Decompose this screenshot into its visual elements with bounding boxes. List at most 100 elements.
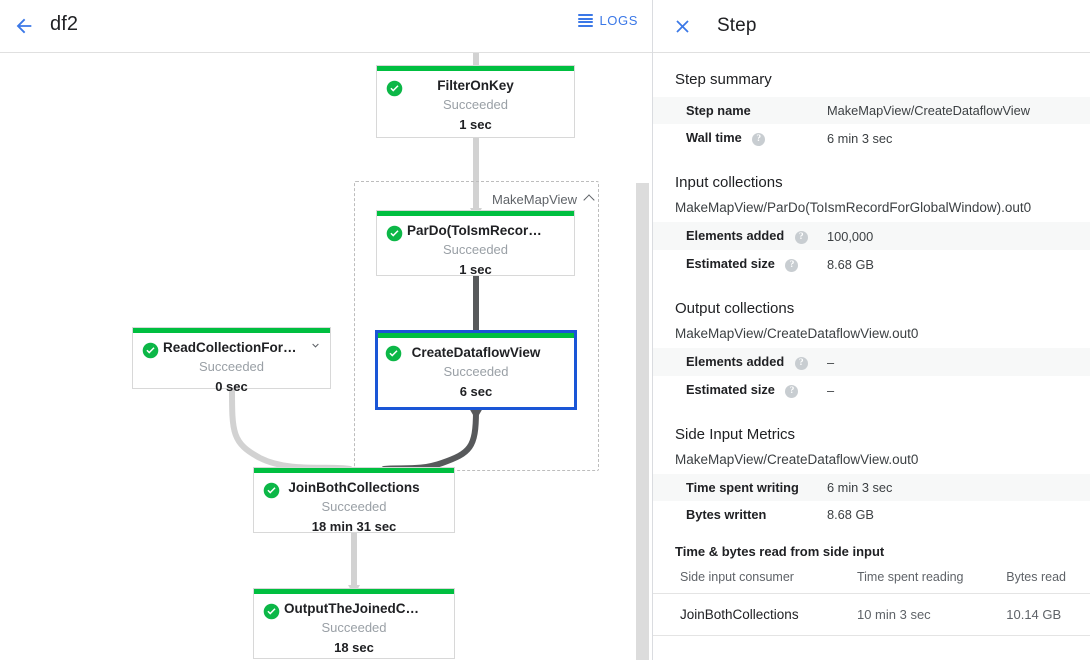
row-key-label: Elements added	[686, 228, 785, 243]
section-heading-output-collections: Output collections	[675, 300, 795, 317]
input-collection-name: MakeMapView/ParDo(ToIsmRecordForGlobalWi…	[675, 200, 1032, 215]
row-key: Elements added ?	[653, 348, 823, 376]
step-node-output-the-joined-collection[interactable]: OutputTheJoinedCollec… Succeeded 18 sec	[253, 588, 455, 659]
section-heading-step-summary: Step summary	[675, 71, 772, 88]
logs-button[interactable]: LOGS	[578, 13, 638, 28]
status-bar	[133, 328, 330, 333]
step-panel-header: Step	[653, 0, 1090, 53]
row-key-label: Estimated size	[686, 382, 775, 397]
step-node-name: ParDo(ToIsmRecordFor…	[407, 223, 572, 238]
step-node-name: FilterOnKey	[437, 78, 514, 93]
step-node-pardo-toismrecord[interactable]: ParDo(ToIsmRecordFor… Succeeded 1 sec	[376, 210, 575, 277]
logs-list-icon	[578, 14, 594, 27]
row-key: Elements added ?	[653, 222, 823, 250]
output-collections-table: Elements added ? – Estimated size ? –	[653, 348, 1090, 404]
help-icon[interactable]: ?	[785, 385, 799, 398]
table-row: Wall time ? 6 min 3 sec	[653, 124, 1090, 152]
column-header-time-spent-reading: Time spent reading	[856, 566, 1007, 594]
job-graph-panel: df2 LOGS	[0, 0, 653, 660]
cell-side-input-consumer: JoinBothCollections	[653, 593, 857, 636]
table-row: Estimated size ? 8.68 GB	[653, 250, 1090, 278]
row-value: 8.68 GB	[827, 256, 874, 272]
table-row: Step name MakeMapView/CreateDataflowView	[653, 97, 1090, 124]
side-input-metrics-table: Time spent writing 6 min 3 sec Bytes wri…	[653, 474, 1090, 528]
row-value: 6 min 3 sec	[823, 474, 1090, 501]
row-key: Bytes written	[653, 501, 823, 528]
step-node-duration: 1 sec	[459, 262, 492, 277]
row-key: Wall time ?	[653, 124, 823, 152]
graph-canvas[interactable]: MakeMapView FilterOnKey Succeeded 1 sec	[0, 53, 652, 660]
check-circle-icon	[385, 345, 402, 362]
step-node-duration: 6 sec	[459, 384, 493, 399]
arrow-back-icon[interactable]	[8, 10, 40, 42]
help-icon[interactable]: ?	[794, 231, 808, 244]
status-bar	[377, 211, 574, 216]
step-summary-table: Step name MakeMapView/CreateDataflowView…	[653, 97, 1090, 152]
check-circle-icon	[263, 482, 280, 499]
graph-toolbar: df2 LOGS	[0, 0, 652, 53]
row-key: Estimated size ?	[653, 376, 823, 404]
help-icon[interactable]: ?	[785, 259, 799, 272]
step-node-status: Succeeded	[443, 364, 509, 379]
cell-bytes-read: 10.14 GB	[1006, 593, 1090, 636]
row-value: 6 min 3 sec	[827, 130, 893, 146]
row-key-label: Wall time	[686, 130, 742, 145]
group-label-makemapview[interactable]: MakeMapView	[492, 192, 595, 207]
status-bar	[254, 468, 454, 473]
row-value: –	[823, 348, 1090, 376]
logs-button-label: LOGS	[599, 13, 638, 28]
side-input-collection-name: MakeMapView/CreateDataflowView.out0	[675, 452, 919, 467]
step-node-name: OutputTheJoinedCollec…	[284, 601, 450, 616]
page-title: df2	[50, 13, 79, 35]
input-collections-table: Elements added ? 100,000 Estimated size …	[653, 222, 1090, 278]
group-label-text: MakeMapView	[492, 192, 578, 207]
step-node-duration: 18 min 31 sec	[311, 519, 397, 534]
step-node-duration: 18 sec	[334, 640, 374, 655]
row-value: MakeMapView/CreateDataflowView	[823, 97, 1090, 124]
step-panel-body: Step summary Step name MakeMapView/Creat…	[653, 53, 1090, 659]
table-row: JoinBothCollections 10 min 3 sec 10.14 G…	[653, 593, 1090, 636]
row-key-label: Step name	[686, 103, 751, 118]
step-node-name: ReadCollectionForJoin	[163, 340, 311, 355]
step-node-status: Succeeded	[442, 97, 509, 112]
table-row: Elements added ? –	[653, 348, 1090, 376]
row-key-label: Estimated size	[686, 256, 775, 271]
step-node-duration: 1 sec	[459, 117, 492, 132]
table-row: Elements added ? 100,000	[653, 222, 1090, 250]
side-input-read-table-title: Time & bytes read from side input	[675, 544, 885, 559]
step-node-duration: 0 sec	[215, 379, 248, 394]
step-node-status: Succeeded	[198, 359, 265, 374]
table-row: Estimated size ? –	[653, 376, 1090, 404]
graph-scrollbar-thumb[interactable]	[636, 183, 649, 660]
row-value: –	[827, 382, 835, 398]
step-details-panel: Step Step summary Step name MakeMapView/…	[653, 0, 1090, 660]
row-key-label: Time spent writing	[686, 480, 799, 495]
row-key: Time spent writing	[653, 474, 823, 501]
row-value: 100,000	[823, 222, 1090, 250]
step-node-create-dataflow-view[interactable]: CreateDataflowView Succeeded 6 sec	[375, 330, 577, 410]
step-panel-title: Step	[717, 15, 757, 36]
status-bar	[254, 589, 454, 594]
row-key: Step name	[653, 97, 823, 124]
step-node-filter-on-key[interactable]: FilterOnKey Succeeded 1 sec	[376, 65, 575, 138]
side-input-read-table: Side input consumer Time spent reading B…	[653, 566, 1090, 636]
check-circle-icon	[142, 342, 159, 359]
step-node-read-collection-for-join[interactable]: ReadCollectionForJoin Succeeded 0 sec	[132, 327, 331, 394]
status-bar	[377, 66, 574, 71]
help-icon[interactable]: ?	[794, 357, 808, 370]
step-node-name: JoinBothCollections	[288, 480, 420, 495]
check-circle-icon	[386, 225, 403, 242]
chevron-up-icon[interactable]	[584, 194, 595, 205]
table-row: Bytes written 8.68 GB	[653, 501, 1090, 528]
step-node-status: Succeeded	[442, 242, 509, 257]
help-icon[interactable]: ?	[752, 133, 766, 146]
chevron-down-icon[interactable]	[309, 339, 322, 352]
table-row: Time spent writing 6 min 3 sec	[653, 474, 1090, 501]
step-node-join-both-collections[interactable]: JoinBothCollections Succeeded 18 min 31 …	[253, 467, 455, 534]
section-heading-input-collections: Input collections	[675, 174, 783, 191]
cell-time-spent-reading: 10 min 3 sec	[856, 593, 1007, 636]
row-key-label: Elements added	[686, 354, 785, 369]
step-node-status: Succeeded	[321, 620, 387, 635]
close-icon[interactable]	[665, 9, 699, 43]
